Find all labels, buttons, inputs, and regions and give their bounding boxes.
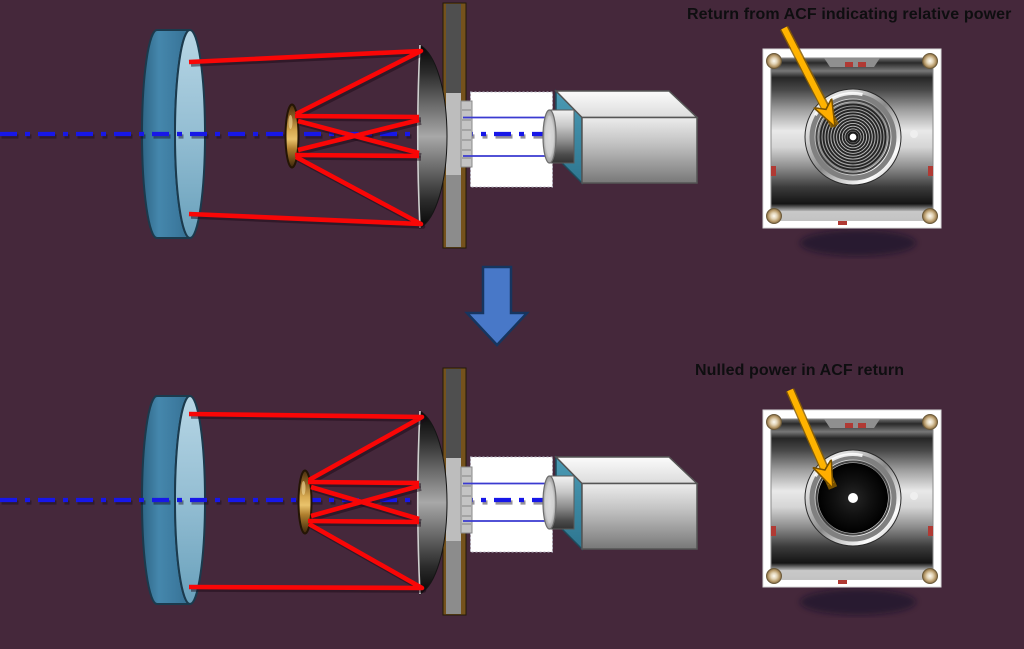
camera-top-face [554, 456, 699, 485]
focuser-adapter [460, 466, 473, 534]
nulled-dot-icon [804, 449, 902, 547]
camera-body [581, 482, 698, 550]
camera [542, 455, 699, 551]
panel-shadow [800, 589, 916, 615]
laser-rays [188, 411, 427, 593]
focused-beam-lines [463, 482, 551, 522]
alignment-marks [771, 423, 933, 584]
camera-top-face [554, 90, 699, 119]
laser-rays [188, 48, 426, 229]
focus-path-box [470, 91, 553, 188]
focused-beam-lines [463, 116, 551, 157]
acf-return-panel-power [762, 25, 942, 256]
acf-return-panel-nulled [762, 388, 942, 615]
annotation-arrow-icon [780, 25, 839, 126]
focus-path-box [470, 456, 553, 553]
caption-return-power: Return from ACF indicating relative powe… [687, 6, 1012, 23]
secondary-mirror [297, 469, 313, 535]
corner-screws [766, 53, 938, 224]
caption-nulled-power: Nulled power in ACF return [695, 362, 905, 379]
down-arrow-icon [464, 265, 530, 347]
secondary-mirror [284, 103, 300, 169]
telescope-assembly-bottom [0, 367, 699, 616]
telescope-assembly-top [0, 2, 699, 249]
annotation-arrow-icon [785, 388, 838, 488]
camera-body [581, 116, 698, 184]
focuser-adapter [460, 100, 473, 168]
reference-dot [910, 130, 918, 138]
camera-lens-barrel [542, 109, 575, 164]
corner-screws [766, 414, 938, 584]
camera-lens-barrel [542, 475, 575, 530]
reference-dot [910, 492, 918, 500]
panel-shadow [800, 230, 916, 256]
mount-plate [442, 367, 467, 616]
alignment-marks [771, 62, 933, 225]
mount-plate [442, 2, 467, 249]
camera [542, 89, 699, 185]
